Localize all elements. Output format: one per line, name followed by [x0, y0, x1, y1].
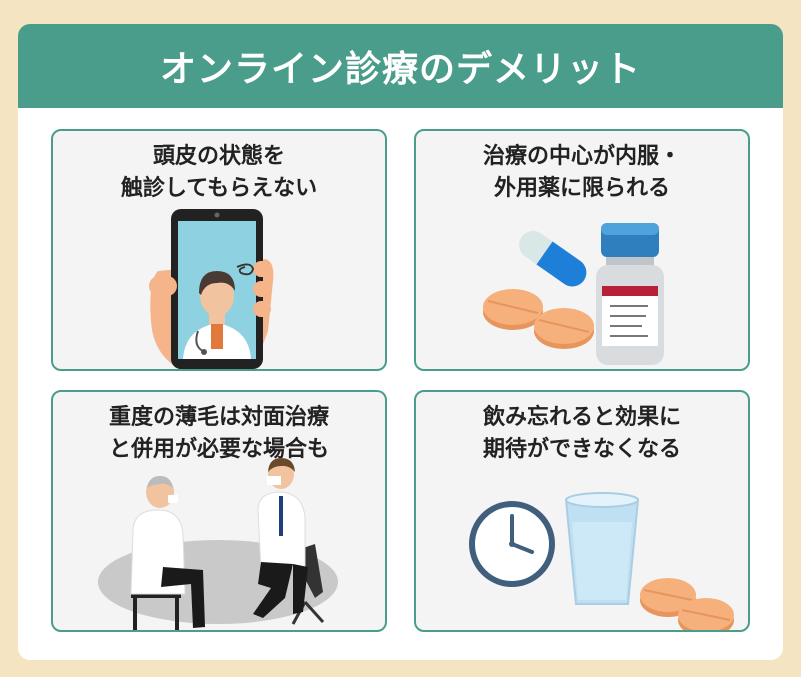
panel-no-palpation: 頭皮の状態を 触診してもらえない — [51, 129, 387, 371]
panel-heading-line2: 外用薬に限られる — [493, 176, 670, 201]
panel-heading: 飲み忘れると効果に 期待ができなくなる — [416, 402, 748, 466]
panel-heading-line2: 触診してもらえない — [120, 176, 318, 201]
panel-missed-doses: 飲み忘れると効果に 期待ができなくなる — [414, 390, 750, 632]
pills-and-bottle-illustration — [483, 223, 664, 365]
smartphone-doctor-illustration — [149, 209, 274, 369]
panel-heading-line1: 重度の薄毛は対面治療 — [108, 405, 329, 430]
panel-heading-line1: 飲み忘れると効果に — [482, 405, 681, 430]
panel-heading: 治療の中心が内服・ 外用薬に限られる — [416, 141, 748, 205]
infographic-card: オンライン診療のデメリット 頭皮の状態を 触診してもらえない — [18, 24, 783, 660]
panel-heading-line1: 頭皮の状態を — [152, 144, 285, 169]
title-bar: オンライン診療のデメリット — [18, 24, 783, 108]
panel-heading: 重度の薄毛は対面治療 と併用が必要な場合も — [53, 402, 385, 466]
consultation-illustration — [98, 458, 338, 630]
panel-heading: 頭皮の状態を 触診してもらえない — [53, 141, 385, 205]
clock-water-tablets-illustration — [469, 492, 734, 630]
panel-heading-line1: 治療の中心が内服・ — [482, 144, 681, 169]
page-title: オンライン診療のデメリット — [159, 49, 641, 90]
panel-limited-treatment: 治療の中心が内服・ 外用薬に限られる — [414, 129, 750, 371]
panel-in-person-required: 重度の薄毛は対面治療 と併用が必要な場合も — [51, 390, 387, 632]
panel-heading-line2: 期待ができなくなる — [482, 437, 681, 462]
panel-heading-line2: と併用が必要な場合も — [108, 437, 329, 462]
